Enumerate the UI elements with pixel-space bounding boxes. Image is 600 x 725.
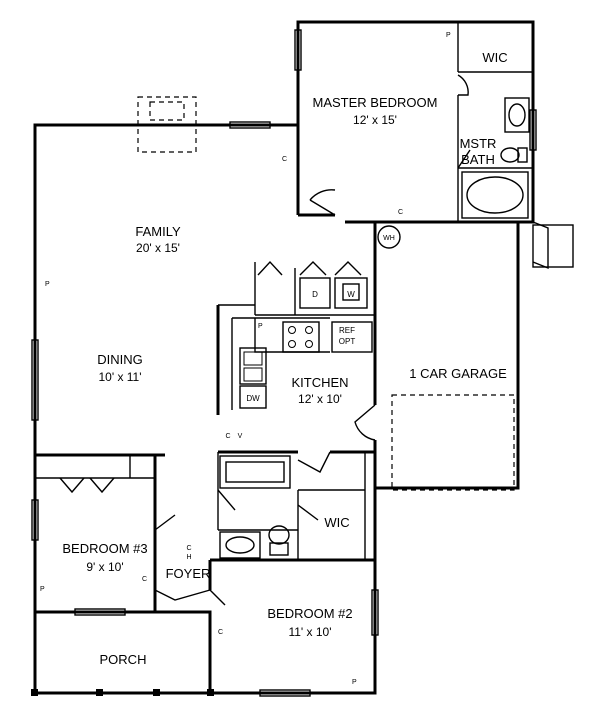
kitchen-sink-icon: [239, 347, 267, 385]
kitchen-dims: 12' x 10': [298, 392, 342, 406]
mark-c: C: [218, 629, 223, 636]
windows: [31, 29, 537, 697]
mark-p: P: [446, 32, 451, 39]
mark-c: C: [282, 156, 287, 163]
pantry-label-2: OPT: [339, 337, 356, 346]
mark-c: C: [142, 576, 147, 583]
family-label: FAMILY: [135, 224, 181, 239]
fireplace: [137, 96, 197, 153]
dining-dims: 10' x 11': [98, 370, 141, 384]
mark-p: P: [45, 281, 50, 288]
fixtures: [219, 97, 530, 559]
master-wic-label: WIC: [482, 50, 507, 65]
toilet-icon: [500, 147, 520, 163]
water-heater-label: WH: [383, 235, 395, 242]
kitchen-label: KITCHEN: [291, 375, 348, 390]
porch-label: PORCH: [100, 652, 147, 667]
doors: [59, 74, 574, 606]
room-labels: MASTER BEDROOM 12' x 15' WIC MSTR BATH F…: [62, 50, 507, 667]
washer-label: W: [347, 290, 355, 299]
hall-h-label: H: [186, 554, 191, 561]
dishwasher-label: DW: [246, 394, 260, 403]
pantry-label-1: REF: [339, 326, 355, 335]
master-bath-label-1: MSTR: [460, 136, 497, 151]
bedroom3-dims: 9' x 10': [86, 560, 123, 574]
dryer-label: D: [312, 290, 318, 299]
dining-label: DINING: [97, 352, 143, 367]
electrical-marks: P C C P P C P C P: [40, 32, 451, 686]
porch-columns: [31, 689, 214, 696]
hall-c-label: C: [186, 545, 191, 552]
master-bedroom-label: MASTER BEDROOM: [313, 95, 438, 110]
bed2-wic-label: WIC: [324, 515, 349, 530]
washer-icon: [334, 277, 368, 309]
tub-icon: [466, 176, 524, 214]
sink-icon: [508, 103, 526, 127]
foyer-label: FOYER: [166, 566, 211, 581]
bedroom2-label: BEDROOM #2: [267, 606, 352, 621]
dryer-icon: [299, 277, 331, 309]
interior-walls: [35, 22, 533, 613]
cv-v-label: V: [238, 433, 243, 440]
dishwasher-icon: [239, 385, 267, 409]
mark-c: C: [398, 209, 403, 216]
mark-p: P: [352, 679, 357, 686]
water-heater-icon: [377, 225, 401, 249]
mark-p: P: [258, 323, 263, 330]
bedroom3-label: BEDROOM #3: [62, 541, 147, 556]
fixture-labels: D W DW REF OPT WH C H C V: [186, 235, 394, 561]
bedroom2-dims: 11' x 10': [288, 625, 331, 639]
master-bedroom-dims: 12' x 15': [353, 113, 397, 127]
cv-c-label: C: [225, 433, 230, 440]
range-icon: [282, 321, 320, 353]
master-bath-label-2: BATH: [461, 152, 495, 167]
mark-p: P: [40, 586, 45, 593]
garage-label: 1 CAR GARAGE: [409, 366, 507, 381]
family-dims: 20' x 15': [136, 241, 180, 255]
garage-door: [391, 394, 515, 491]
